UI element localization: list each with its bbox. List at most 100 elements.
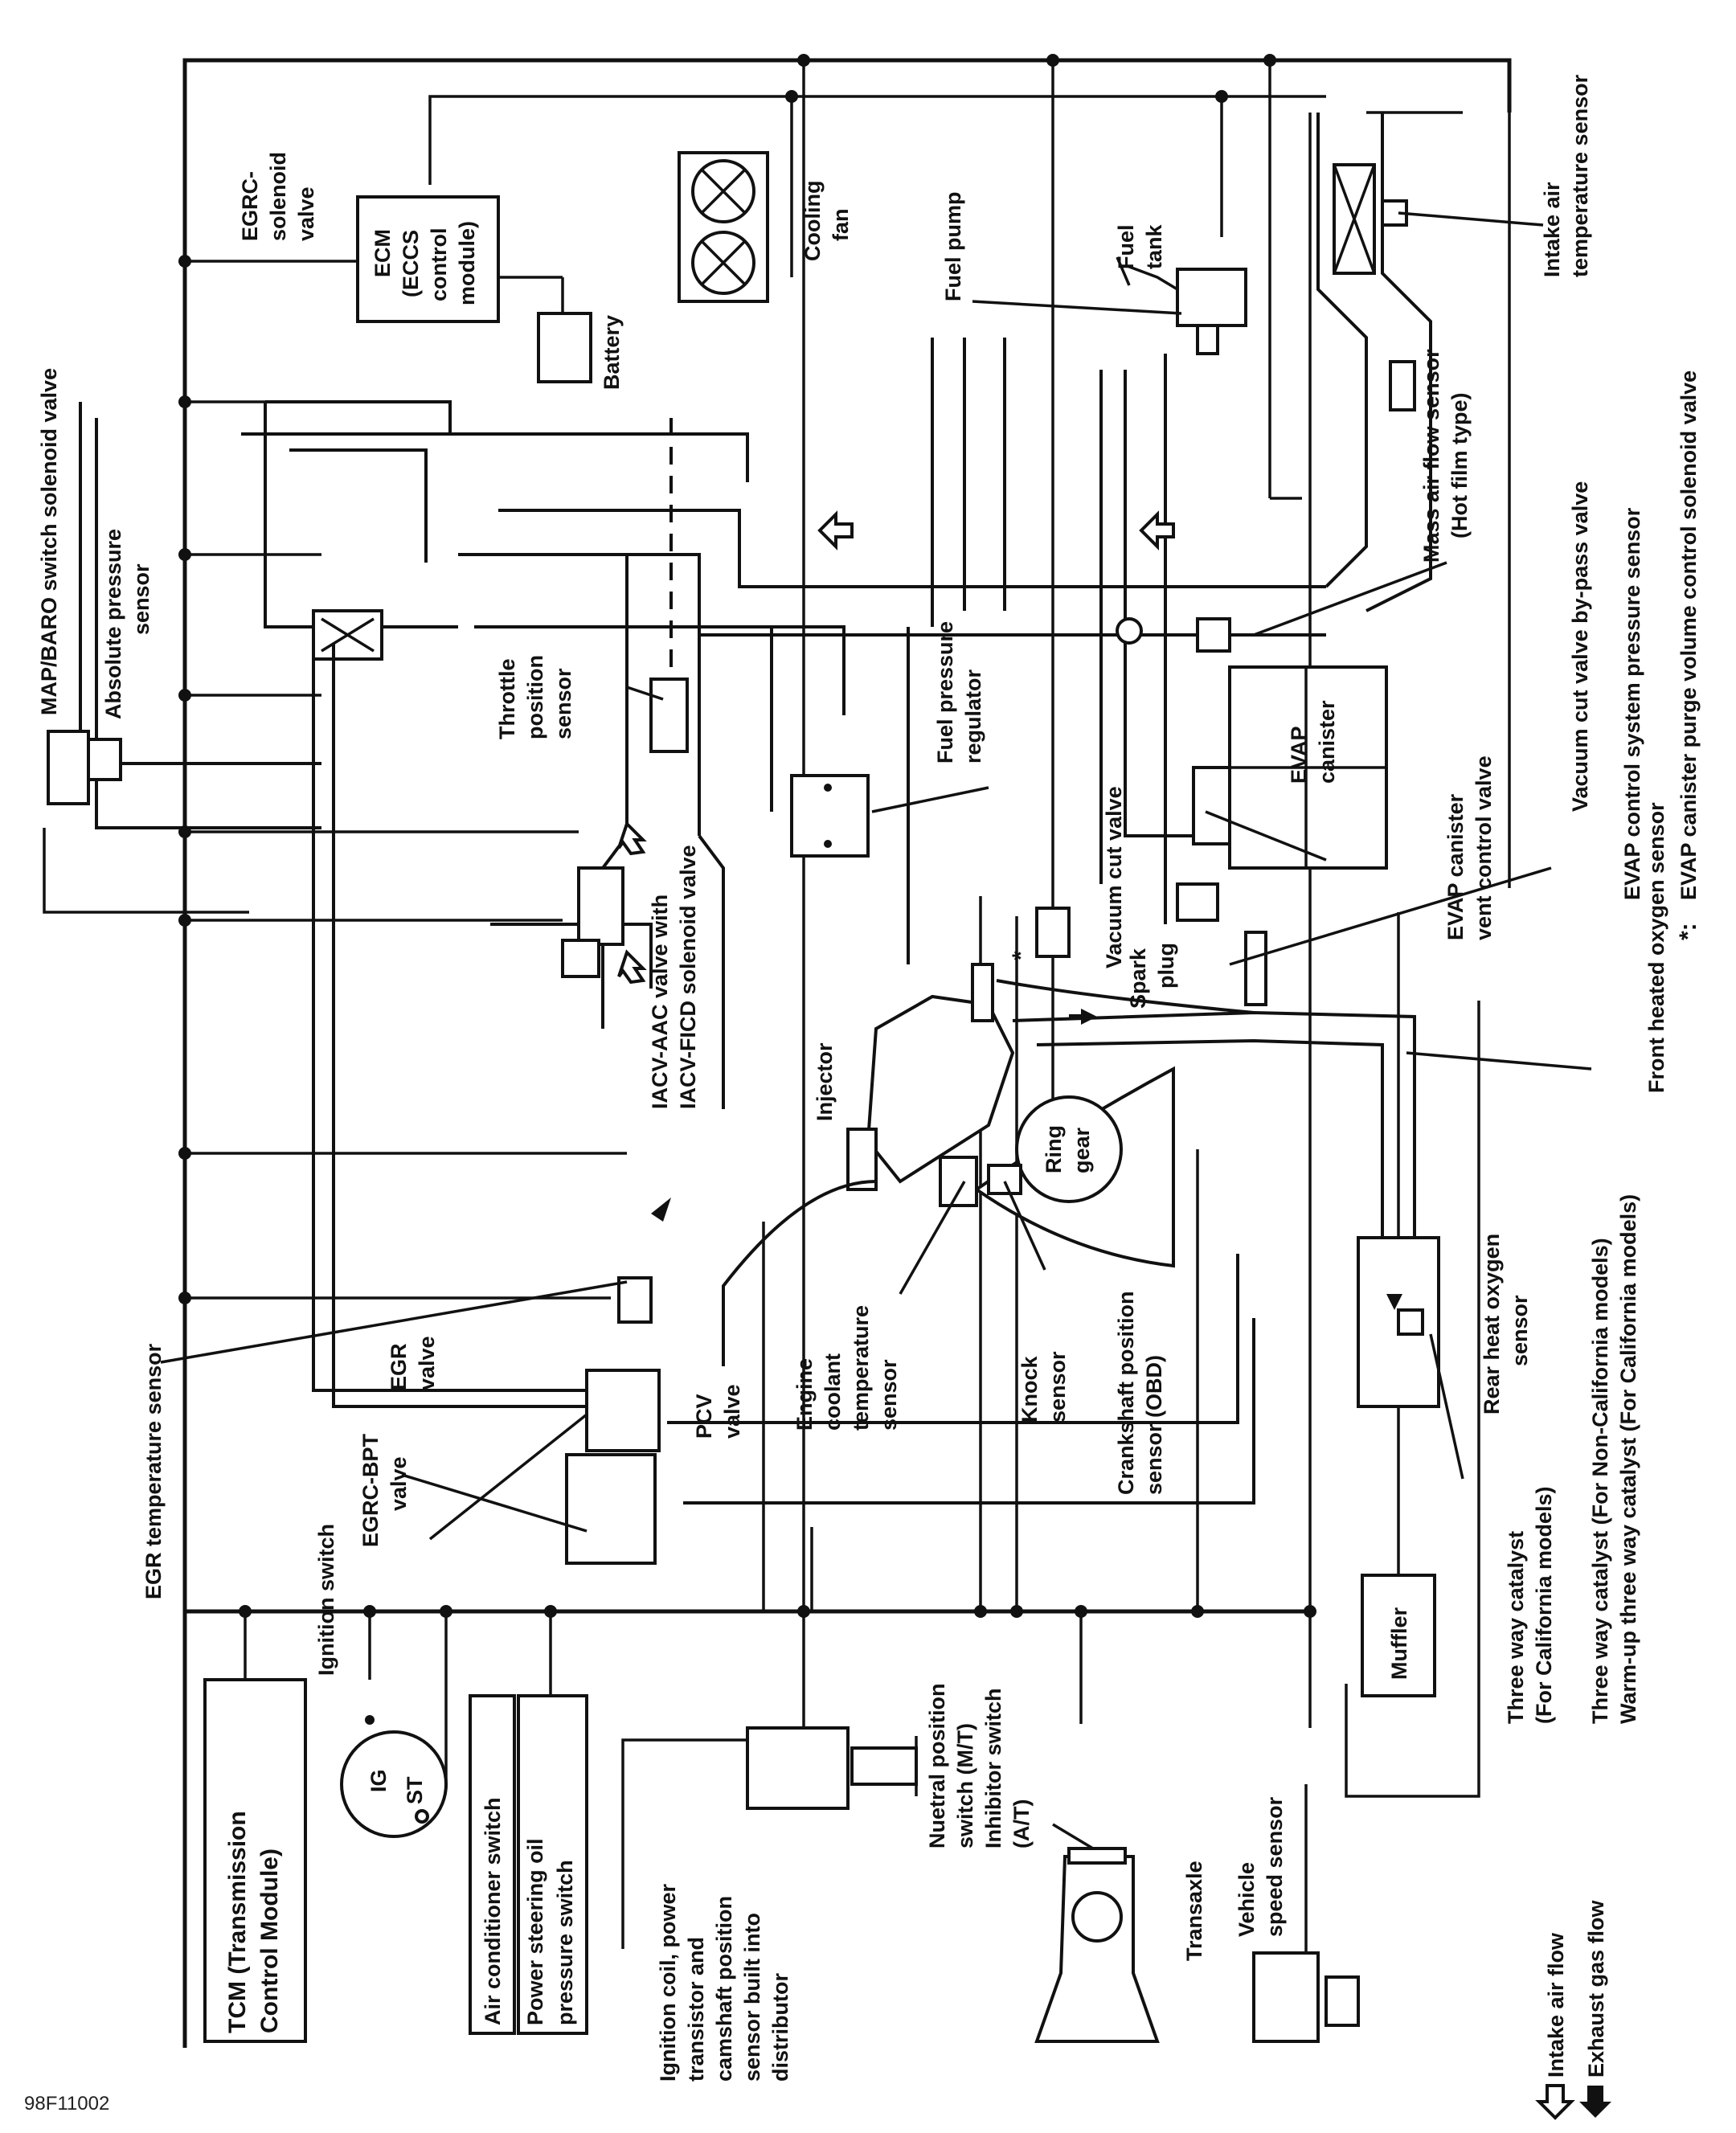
label-rear-o2-2: sensor (1508, 1295, 1532, 1366)
label-st: ST (403, 1776, 427, 1804)
label-ignition-switch: Ignition switch (314, 1524, 338, 1676)
battery (498, 276, 592, 383)
label-ect-1: Engine (792, 1358, 817, 1431)
label-evap-can-1: EVAP (1287, 726, 1311, 784)
label-ecm-1: ECM (371, 229, 395, 277)
evap-canister (1035, 617, 1388, 958)
label-vcv-bypass: Vacuum cut valve by-pass valve (1568, 481, 1592, 812)
label-ecm-3: control (427, 228, 451, 302)
intake-air-flow-arrow-icon (1535, 2084, 1575, 2120)
label-ign-1: Ignition coil, power (656, 1884, 680, 2082)
map-baro-solenoid (312, 609, 383, 661)
intake-pipes (79, 338, 1326, 1109)
label-fpr-2: regulator (961, 669, 985, 764)
label-asterisk-near-valve: * (1008, 951, 1034, 960)
label-egrc-sol-2: solenoid (266, 152, 290, 241)
label-iat-2: temperature sensor (1568, 74, 1592, 277)
egr-valve (312, 631, 1255, 1565)
fuel-pressure-regulator (790, 774, 870, 858)
label-battery: Battery (600, 315, 624, 390)
label-fuel-tank-1: Fuel (1114, 224, 1138, 269)
labels: TCM (Transmission Control Module) Igniti… (37, 74, 1668, 2082)
label-iacv-1: IACV-AAC valve with (648, 895, 672, 1109)
label-egr-valve-1: EGR (387, 1343, 411, 1390)
legend: Intake air flow Exhaust gas flow (1535, 1899, 1611, 2120)
footnote-text: EVAP canister purge volume control solen… (1677, 371, 1701, 900)
iacv-aac-valve (561, 866, 624, 978)
label-air-conditioner-switch: Air conditioner switch (481, 1797, 505, 2025)
flow-arrows (617, 510, 1402, 1310)
label-fpr-1: Fuel pressure (933, 621, 957, 764)
label-twc-cal-2: (For California models) (1532, 1486, 1556, 1724)
switch-boxes (469, 1694, 588, 2035)
label-neutral-4: (A/T) (1009, 1799, 1034, 1848)
transaxle (1034, 1847, 1160, 2043)
label-fuel-pump: Fuel pump (941, 192, 965, 302)
engine-block (722, 963, 1255, 1366)
label-map-baro: MAP/BARO switch solenoid valve (37, 368, 61, 715)
label-neutral-1: Nuetral position (925, 1683, 949, 1848)
label-tps-3: sensor (551, 668, 575, 739)
label-rear-o2-1: Rear heat oxygen (1480, 1234, 1504, 1414)
ignition-switch (340, 1715, 448, 1838)
label-egr-temp-sensor: EGR temperature sensor (141, 1343, 166, 1599)
label-knock-1: Knock (1017, 1356, 1042, 1423)
label-egrc-sol-3: valve (294, 186, 318, 241)
label-evap-can-2: canister (1315, 700, 1339, 784)
label-abs-2: sensor (129, 563, 154, 635)
figure-code: 98F11002 (24, 2093, 109, 2115)
label-maf-2: (Hot film type) (1447, 393, 1472, 539)
label-neutral-2: switch (M/T) (953, 1723, 977, 1848)
label-ect-3: temperature (849, 1305, 873, 1431)
label-iat-1: Intake air (1540, 182, 1564, 277)
label-spark-1: Spark (1126, 948, 1150, 1009)
label-injector: Injector (813, 1042, 837, 1121)
fuel-tank (1116, 256, 1247, 355)
ecm (356, 195, 500, 323)
label-tcm-1: TCM (Transmission (224, 1811, 251, 2033)
footnote-symbol: *: (1675, 923, 1701, 940)
label-ring-1: Ring (1042, 1125, 1066, 1173)
intake-duct (1316, 113, 1432, 612)
label-ign-2: transistor and (684, 1937, 708, 2082)
label-cooling-1: Cooling (800, 181, 825, 261)
label-ecm-4: module) (455, 221, 479, 305)
label-egr-valve-2: valve (415, 1336, 439, 1390)
label-transaxle: Transaxle (1182, 1861, 1206, 1961)
tcm (203, 1678, 307, 2043)
label-ign-3: camshaft position (712, 1896, 736, 2082)
label-iacv-2: IACV-FICD solenoid valve (676, 845, 700, 1109)
exhaust-gas-flow-arrow-icon (1579, 2086, 1611, 2118)
label-neutral-3: Inhibitor switch (981, 1689, 1005, 1849)
exhaust-pipe (1012, 931, 1440, 1697)
label-pcv-2: valve (720, 1384, 744, 1439)
label-tps-1: Throttle (495, 659, 519, 740)
label-knock-2: sensor (1046, 1351, 1070, 1423)
label-maf-1: Mass air flow sensor (1419, 349, 1443, 563)
label-vss-1: Vehicle (1234, 1862, 1259, 1937)
label-ect-2: coolant (821, 1353, 845, 1431)
label-tcm-2: Control Module) (256, 1848, 283, 2033)
label-cooling-2: fan (829, 209, 853, 242)
leader-lines (160, 211, 1592, 1850)
label-ckp-1: Crankshaft position (1114, 1291, 1138, 1495)
label-ecm-2: (ECCS (399, 230, 423, 297)
absolute-pressure-sensor (47, 730, 122, 805)
label-ign-5: distributor (768, 1973, 792, 2082)
legend-intake-air-flow: Intake air flow (1544, 1932, 1568, 2078)
label-evap-vent-1: EVAP canister (1443, 793, 1468, 940)
label-ps-1: Power steering oil (523, 1838, 547, 2025)
label-ect-4: sensor (877, 1359, 901, 1431)
label-abs-1: Absolute pressure (101, 529, 125, 719)
label-fuel-tank-2: tank (1142, 224, 1166, 270)
label-evap-vent-2: vent control valve (1472, 755, 1496, 940)
label-evap-pressure-sensor: EVAP control system pressure sensor (1620, 507, 1644, 900)
label-warmup-twc: Warm-up three way catalyst (For Californ… (1616, 1194, 1640, 1724)
distributor (746, 1726, 918, 1810)
label-twc-noncal: Three way catalyst (For Non-California m… (1588, 1238, 1612, 1724)
label-tps-2: position (523, 655, 547, 739)
label-pcv-1: PCV (692, 1394, 716, 1439)
label-egrc-sol-1: EGRC- (238, 171, 262, 241)
